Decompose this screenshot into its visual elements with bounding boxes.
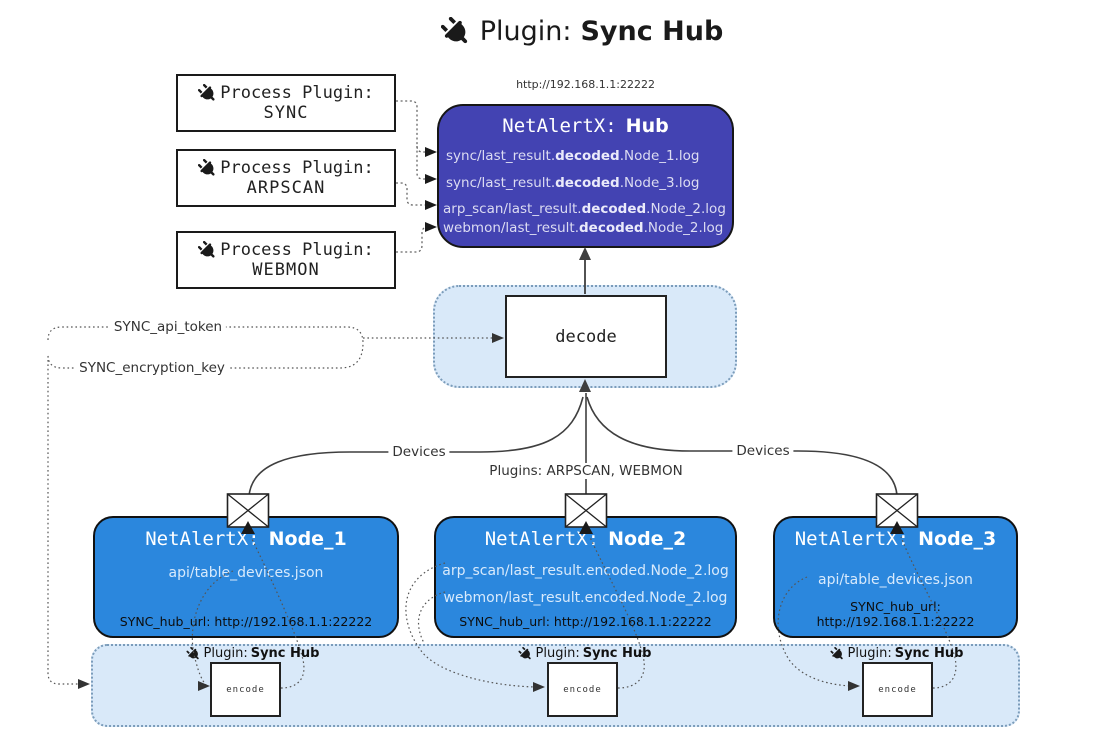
- hub-title: NetAlertX: Hub: [439, 115, 732, 137]
- process-plugin-webmon-box: Process Plugin: WEBMON: [176, 231, 396, 289]
- config-api-token-label: SYNC_api_token: [109, 319, 227, 335]
- hub-log-line: sync/last_result.decoded.Node_3.log: [446, 175, 700, 191]
- node-file: api/table_devices.json: [818, 572, 973, 588]
- node-3-box: NetAlertX:Node_3 api/table_devices.json …: [773, 516, 1018, 638]
- arrowhead-log2: [425, 174, 437, 184]
- page-title-name: Sync Hub: [580, 16, 724, 47]
- plug-icon: [198, 83, 218, 103]
- edge-arpscan-to-log3: [396, 182, 425, 206]
- node-2-box: NetAlertX:Node_2 arp_scan/last_result.en…: [434, 516, 737, 638]
- decode-box: decode: [505, 295, 667, 378]
- plug-icon: [830, 646, 845, 661]
- page-title: Plugin: Sync Hub: [0, 16, 1117, 47]
- hub-log-line: arp_scan/last_result.decoded.Node_2.log: [443, 201, 726, 217]
- process-plugin-sync-box: Process Plugin: SYNC: [176, 74, 396, 132]
- plug-icon: [198, 240, 218, 260]
- page-title-prefix: Plugin:: [479, 16, 572, 47]
- node-file: arp_scan/last_result.encoded.Node_2.log: [442, 563, 729, 579]
- process-plugin-name: SYNC: [263, 103, 309, 123]
- hub-url: http://192.168.1.1:22222: [516, 78, 655, 91]
- edge-label-devices-right: Devices: [732, 443, 794, 459]
- node-hub-url: SYNC_hub_url: http://192.168.1.1:22222: [459, 614, 712, 629]
- process-plugin-arpscan-box: Process Plugin: ARPSCAN: [176, 149, 396, 207]
- encoder-plugin-label: Plugin:Sync Hub: [186, 646, 319, 661]
- edge-webmon-to-log4: [396, 226, 429, 253]
- node-title: NetAlertX:Node_3: [794, 528, 997, 550]
- process-plugin-label: Process Plugin:: [220, 83, 374, 103]
- process-plugin-label: Process Plugin:: [220, 240, 374, 260]
- plug-icon: [440, 16, 471, 47]
- edge-label-plugins: Plugins: ARPSCAN, WEBMON: [485, 463, 687, 479]
- encoder-plugin-label: Plugin:Sync Hub: [830, 646, 963, 661]
- encode-box: encode: [862, 662, 933, 717]
- hub-log-line: sync/last_result.decoded.Node_1.log: [446, 148, 700, 164]
- process-plugin-name: ARPSCAN: [246, 178, 326, 198]
- node-title: NetAlertX:Node_2: [484, 528, 687, 550]
- edge-sync-to-log1: [396, 100, 425, 153]
- hub-title-prefix: NetAlertX:: [502, 115, 617, 137]
- node-1-box: NetAlertX:Node_1 api/table_devices.json …: [93, 516, 399, 638]
- node-file: api/table_devices.json: [168, 565, 324, 581]
- arrowhead-into-encoder-panel: [78, 679, 90, 689]
- arrowhead-log1: [425, 147, 437, 157]
- encode-box: encode: [210, 662, 281, 717]
- process-plugin-name: WEBMON: [252, 260, 320, 280]
- encode-box: encode: [547, 662, 618, 717]
- edge-config-to-encoders: [47, 360, 78, 685]
- plug-icon: [198, 158, 218, 178]
- edge-sync-to-log2: [416, 146, 425, 180]
- encoder-plugin-label: Plugin:Sync Hub: [518, 646, 651, 661]
- plug-icon: [518, 646, 533, 661]
- edge-label-devices-left: Devices: [388, 444, 450, 460]
- arrowhead-log4: [425, 222, 437, 232]
- arrowhead-log3: [425, 200, 437, 210]
- config-encryption-key-label: SYNC_encryption_key: [75, 360, 229, 376]
- hub-box: NetAlertX: Hub sync/last_result.decoded.…: [437, 104, 734, 248]
- node-title: NetAlertX:Node_1: [145, 528, 347, 550]
- process-plugin-label: Process Plugin:: [220, 158, 374, 178]
- node-hub-url: SYNC_hub_url: http://192.168.1.1:22222: [119, 614, 373, 629]
- node-hub-url: SYNC_hub_url: http://192.168.1.1:22222: [816, 599, 975, 629]
- hub-title-name: Hub: [625, 115, 669, 137]
- arrowhead-into-hub: [579, 247, 591, 260]
- node-file: webmon/last_result.encoded.Node_2.log: [443, 590, 728, 606]
- plug-icon: [186, 646, 201, 661]
- hub-log-line: webmon/last_result.decoded.Node_2.log: [443, 220, 724, 236]
